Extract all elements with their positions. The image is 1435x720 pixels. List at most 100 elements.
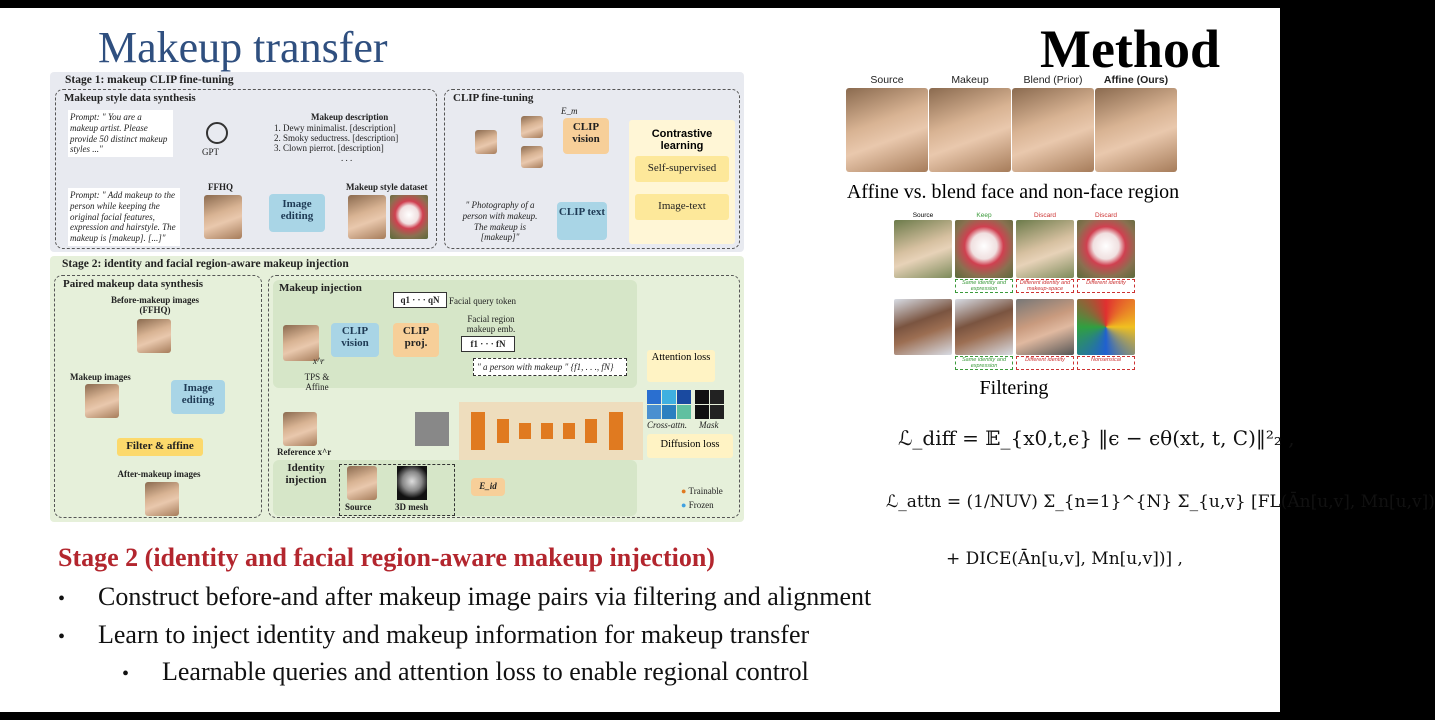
filter-note: Same identity and expression xyxy=(955,356,1013,370)
reference-face-image-2 xyxy=(283,412,317,446)
attention-loss-equation: ℒ_attn = (1/NUV) Σ_{n=1}^{N} Σ_{u,v} [FL… xyxy=(886,492,1435,512)
bullet-dot: • xyxy=(122,663,130,685)
comparison-header: Source xyxy=(870,74,904,86)
image-editing-box-2: Image editing xyxy=(171,380,225,414)
region-emb-label: Facial region makeup emb. xyxy=(466,314,516,335)
clip-finetune-title: CLIP fine-tuning xyxy=(453,92,534,104)
bullet-item: • xyxy=(58,582,65,612)
synthesis-box: Makeup style data synthesis Prompt: " Yo… xyxy=(55,89,437,249)
augmented-face-image xyxy=(521,116,543,138)
noise-latent xyxy=(415,412,449,446)
text-prompt: " Photography of a person with makeup. T… xyxy=(462,200,538,243)
filter-tag: Source xyxy=(912,212,934,219)
comparison-header: Blend (Prior) xyxy=(1023,74,1083,86)
text-prompt-box: " a person with makeup " {f1, . . ., fN} xyxy=(473,358,627,376)
attn-maps xyxy=(647,390,737,419)
stage1-title: Stage 1: makeup CLIP fine-tuning xyxy=(65,74,234,86)
paired-synthesis-box: Paired makeup data synthesis Before-make… xyxy=(54,275,262,518)
frozen-label: Frozen xyxy=(688,500,714,510)
desc-title: Makeup description xyxy=(311,112,389,122)
eid-box: E_id xyxy=(471,478,505,496)
bullet-text: Construct before-and after makeup image … xyxy=(98,582,872,611)
self-supervised-box: Self-supervised xyxy=(635,156,729,182)
stage2-panel: Stage 2: identity and facial region-awar… xyxy=(50,256,744,522)
filter-keep-image xyxy=(955,220,1013,278)
xr-label: x^r xyxy=(313,356,325,366)
comparison-header: Makeup xyxy=(951,74,989,86)
prompt-text: " a person with makeup " xyxy=(477,362,569,372)
injection-box: Makeup injection x^r TPS & Affine CLIP v… xyxy=(268,275,740,518)
tps-affine-label: TPS & Affine xyxy=(304,372,330,393)
em-label: E_m xyxy=(561,106,578,116)
synthesis-title: Makeup style data synthesis xyxy=(64,92,196,104)
clip-text-box: CLIP text xyxy=(557,202,607,240)
bullet-dot: • xyxy=(58,588,66,610)
makeup-face-image xyxy=(390,195,428,239)
gpt-prompt: Prompt: " You are a makeup artist. Pleas… xyxy=(68,110,173,158)
gpt-icon xyxy=(206,122,228,144)
reference-face-image xyxy=(283,325,319,361)
after-face-image xyxy=(145,482,179,516)
filter-note: Different identity xyxy=(1077,279,1135,293)
before-label: Before-makeup images (FFHQ) xyxy=(110,295,200,316)
comparison-source-image xyxy=(846,88,928,172)
identity-inputs-box xyxy=(339,464,455,516)
identity-injection-title: Identity injection xyxy=(285,462,327,486)
reference-label: Reference x^r xyxy=(277,447,332,457)
desc-item: . . . xyxy=(341,153,353,163)
filter-source-image-2 xyxy=(894,299,952,355)
sub-bullet-text: Learnable queries and attention loss to … xyxy=(162,657,809,686)
sub-bullet-item: • xyxy=(122,657,129,687)
makeup-images-label: Makeup images xyxy=(70,372,131,382)
comparison-header: Affine (Ours) xyxy=(1103,74,1169,86)
stage2-diagram-title: Stage 2: identity and facial region-awar… xyxy=(62,258,349,270)
clip-finetune-box: CLIP fine-tuning E_m CLIP vision " Photo… xyxy=(444,89,740,249)
stage1-panel: Stage 1: makeup CLIP fine-tuning Makeup … xyxy=(50,72,744,252)
source-face-image xyxy=(347,466,377,500)
edit-prompt: Prompt: " Add makeup to the person while… xyxy=(68,188,180,246)
slide: Makeup transfer Method Stage 1: makeup C… xyxy=(0,8,1435,712)
attention-loss-box: Attention loss xyxy=(647,350,715,382)
filter-note: Same identity and expression xyxy=(955,279,1013,293)
method-label: Method xyxy=(1040,19,1220,79)
identity-injection-area xyxy=(273,460,637,516)
filter-tag: Discard xyxy=(1033,212,1057,219)
injection-title: Makeup injection xyxy=(279,282,362,294)
contrastive-panel: Contrastive learning Self-supervised Ima… xyxy=(629,120,735,244)
gpt-label: GPT xyxy=(202,147,220,157)
region-tokens: f1 · · · fN xyxy=(461,336,515,352)
filter-discard-image xyxy=(1077,220,1135,278)
comparison-blend-image xyxy=(1012,88,1094,172)
desc-item: 1. Dewy minimalist. [description] xyxy=(274,123,396,133)
trainable-label: Trainable xyxy=(688,486,723,496)
makeup-face-image xyxy=(85,384,119,418)
filtering-caption: Filtering xyxy=(979,377,1049,399)
mesh-image xyxy=(397,466,427,500)
makeup-face-image xyxy=(348,195,386,239)
diffusion-loss-equation: ℒ_diff = 𝔼_{x0,t,ϵ} ‖ϵ − ϵθ(xt, t, C)‖²₂… xyxy=(898,426,1295,450)
ffhq-face-image xyxy=(204,195,242,239)
frozen-legend: ● Frozen xyxy=(681,500,714,510)
attention-loss-equation-line2: + DICE(Ān[u,v], Mn[u,v])] , xyxy=(946,549,1183,569)
query-token-label: Facial query token xyxy=(449,296,516,306)
filter-note: Different identity and makeup-space xyxy=(1016,279,1074,293)
diffusion-loss-box: Diffusion loss xyxy=(647,434,733,458)
comparison-affine-image xyxy=(1095,88,1177,172)
ffhq-label: FFHQ xyxy=(208,182,233,192)
mask-label: Mask xyxy=(699,420,719,430)
augmented-face-image xyxy=(521,146,543,168)
bullet-dot: • xyxy=(58,626,66,648)
trainable-legend: ● Trainable xyxy=(681,486,723,496)
unet-diagram xyxy=(459,402,643,460)
bullet-text: Learn to inject identity and makeup info… xyxy=(98,620,810,649)
filter-note: Different identity xyxy=(1016,356,1074,370)
filter-discard-image-2 xyxy=(1016,299,1074,355)
before-face-image xyxy=(137,319,171,353)
clip-vision-box: CLIP vision xyxy=(563,118,609,154)
comparison-caption: Affine vs. blend face and non-face regio… xyxy=(846,181,1180,203)
dataset-label: Makeup style dataset xyxy=(346,182,428,192)
clip-proj-box: CLIP proj. xyxy=(393,323,439,357)
stage2-heading: Stage 2 (identity and facial region-awar… xyxy=(58,543,715,572)
slide-title: Makeup transfer xyxy=(98,23,388,72)
image-text-box: Image-text xyxy=(635,194,729,220)
